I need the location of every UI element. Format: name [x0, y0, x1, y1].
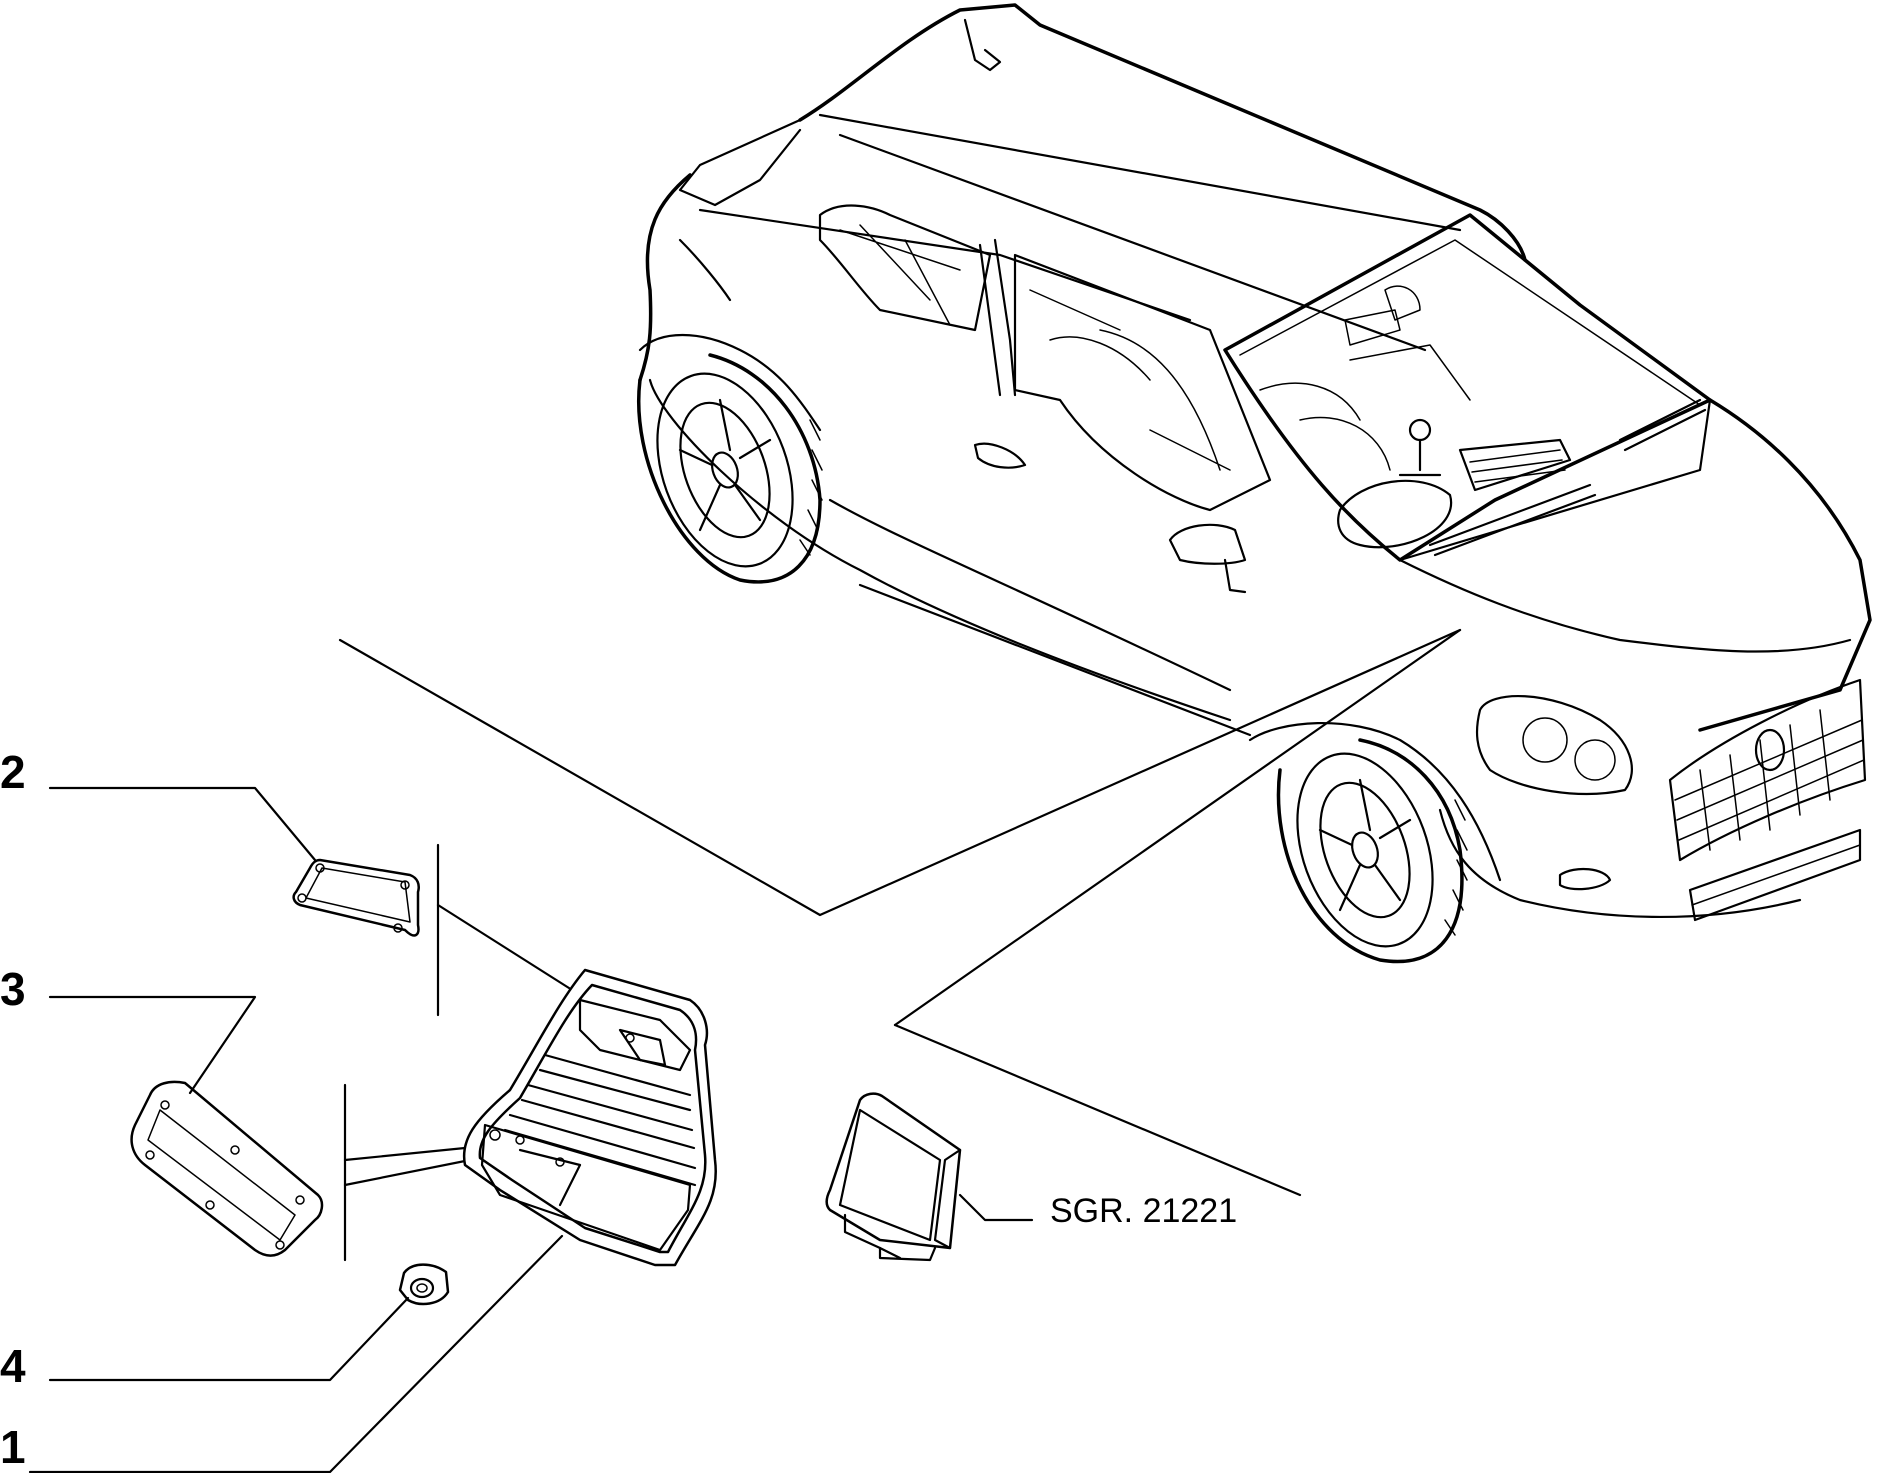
callout-3: 3 — [0, 963, 26, 1015]
callout-1: 1 — [0, 1421, 26, 1473]
callout-4: 4 — [0, 1340, 26, 1392]
front-wheel — [1276, 738, 1468, 964]
reference-label: SGR. 21221 — [1050, 1192, 1237, 1230]
callout-2: 2 — [0, 746, 26, 798]
part-2-plate — [292, 858, 420, 937]
sgr-reference-module — [825, 1092, 962, 1262]
callout-leaders — [28, 786, 1034, 1473]
car-illustration — [637, 3, 1872, 964]
part-3-cover-strip — [130, 1080, 324, 1257]
rear-wheel — [637, 353, 823, 584]
part-1-cover-panel — [462, 968, 718, 1267]
part-4-nut — [398, 1263, 450, 1306]
leader-lines — [338, 628, 1462, 1262]
